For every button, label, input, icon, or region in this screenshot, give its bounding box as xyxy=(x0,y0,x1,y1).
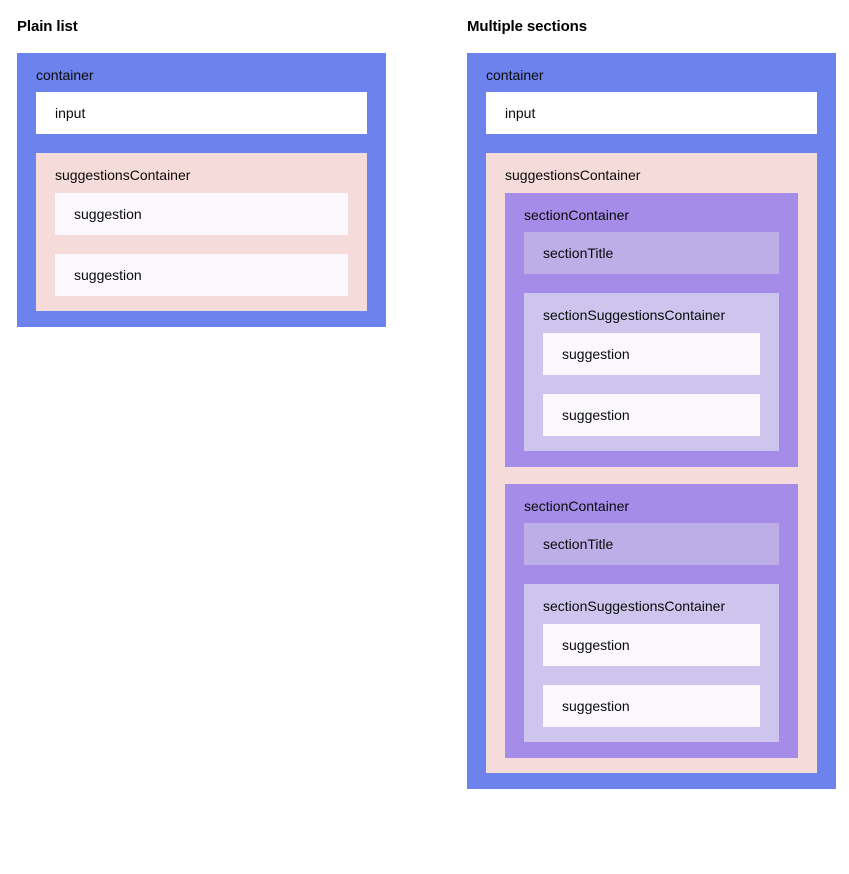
container-sections: container input suggestionsContainer sec… xyxy=(467,53,836,789)
input-field[interactable]: input xyxy=(36,92,367,134)
suggestions-container-label: suggestionsContainer xyxy=(505,167,641,183)
suggestions-container: suggestionsContainer suggestion suggesti… xyxy=(36,153,367,311)
suggestion-item[interactable]: suggestion xyxy=(543,685,760,727)
container-label: container xyxy=(36,67,94,83)
section-suggestions-container-label: sectionSuggestionsContainer xyxy=(543,307,726,323)
section-suggestions-container-label: sectionSuggestionsContainer xyxy=(543,598,726,614)
section-container: sectionContainer sectionTitle sectionSug… xyxy=(505,193,798,467)
column-multiple-sections: Multiple sections container input sugges… xyxy=(467,0,836,789)
input-label: input xyxy=(55,104,86,121)
suggestion-label: suggestion xyxy=(74,266,142,283)
section-title: sectionTitle xyxy=(524,232,779,274)
section-suggestions-container: sectionSuggestionsContainer suggestion s… xyxy=(524,584,779,742)
section-title: sectionTitle xyxy=(524,523,779,565)
suggestion-label: suggestion xyxy=(74,205,142,222)
suggestion-item[interactable]: suggestion xyxy=(543,394,760,436)
section-container-label: sectionContainer xyxy=(524,498,630,514)
section-title-label: sectionTitle xyxy=(543,244,614,261)
suggestion-item[interactable]: suggestion xyxy=(543,624,760,666)
input-field[interactable]: input xyxy=(486,92,817,134)
column-plain-list: Plain list container input suggestionsCo… xyxy=(17,0,386,327)
column-title-multiple-sections: Multiple sections xyxy=(467,18,587,35)
suggestions-container: suggestionsContainer sectionContainer se… xyxy=(486,153,817,773)
section-container: sectionContainer sectionTitle sectionSug… xyxy=(505,484,798,758)
container-label: container xyxy=(486,67,544,83)
suggestion-item[interactable]: suggestion xyxy=(55,193,348,235)
suggestions-container-label: suggestionsContainer xyxy=(55,167,191,183)
section-suggestions-container: sectionSuggestionsContainer suggestion s… xyxy=(524,293,779,451)
column-title-plain-list: Plain list xyxy=(17,18,78,35)
input-label: input xyxy=(505,104,536,121)
suggestion-label: suggestion xyxy=(562,345,630,362)
section-title-label: sectionTitle xyxy=(543,535,614,552)
suggestion-item[interactable]: suggestion xyxy=(55,254,348,296)
suggestion-label: suggestion xyxy=(562,697,630,714)
suggestion-label: suggestion xyxy=(562,636,630,653)
suggestion-item[interactable]: suggestion xyxy=(543,333,760,375)
section-container-label: sectionContainer xyxy=(524,207,630,223)
container-plain: container input suggestionsContainer sug… xyxy=(17,53,386,327)
suggestion-label: suggestion xyxy=(562,406,630,423)
